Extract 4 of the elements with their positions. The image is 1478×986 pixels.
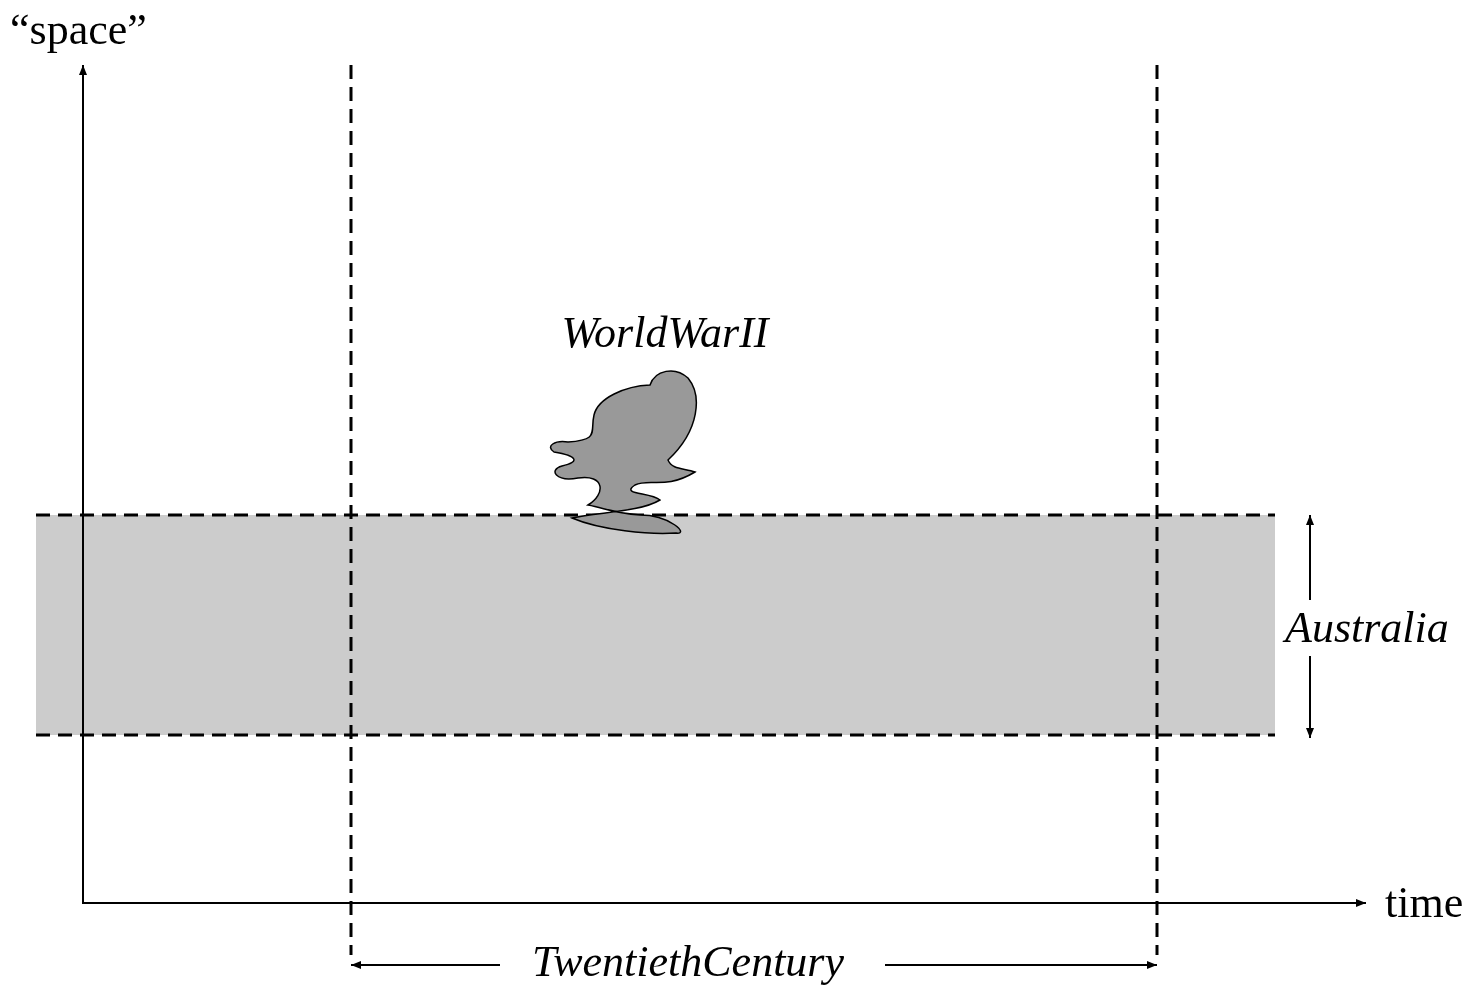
blob-label: WorldWarII [561, 311, 769, 355]
axis-label: time [1385, 881, 1464, 925]
dimension-label: TwentiethCentury [532, 940, 844, 984]
axis-label: “space” [10, 8, 147, 52]
